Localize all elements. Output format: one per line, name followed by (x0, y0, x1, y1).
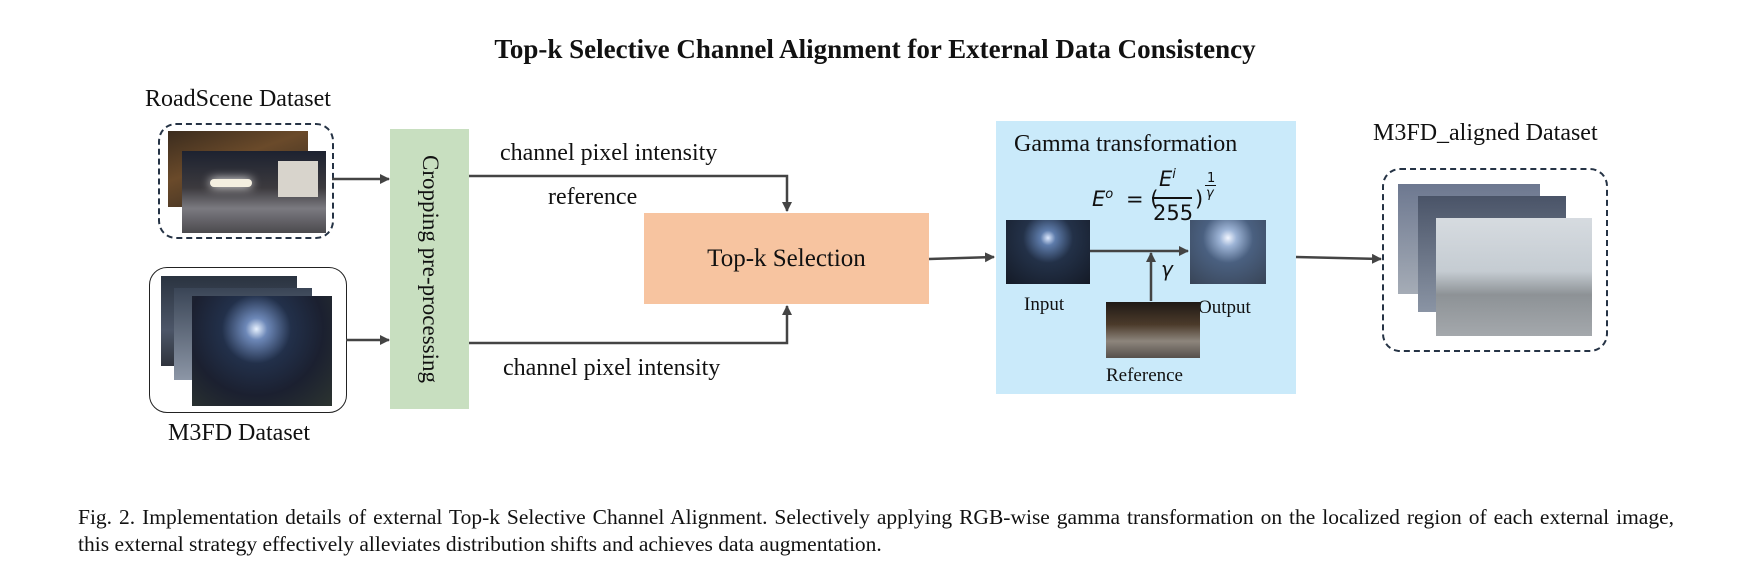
arrow-crop-to-topk-bottom (469, 305, 792, 345)
m3fd-image-front (192, 296, 332, 406)
gamma-symbol: γ (1161, 257, 1173, 281)
topk-selection-box: Top-k Selection (644, 213, 929, 304)
topk-selection-label: Top-k Selection (707, 244, 866, 272)
bottom-intensity-label: channel pixel intensity (503, 355, 721, 381)
arrow-gamma-to-aligned (1295, 253, 1382, 264)
arrow-topk-to-gamma (928, 252, 995, 263)
aligned-dataset-box (1382, 168, 1608, 352)
gamma-reference-image (1106, 302, 1200, 358)
roadscene-image-front (182, 151, 326, 233)
roadscene-dataset-label: RoadScene Dataset (145, 86, 331, 112)
gamma-output-label: Output (1198, 297, 1251, 318)
top-intensity-label: channel pixel intensity (500, 140, 718, 166)
gamma-reference-label: Reference (1106, 365, 1183, 386)
gamma-panel-title: Gamma transformation (1014, 131, 1238, 157)
gamma-input-label: Input (1024, 294, 1065, 315)
m3fd-dataset-box (149, 267, 347, 413)
figure-caption: Fig. 2. Implementation details of extern… (78, 505, 1674, 556)
aligned-dataset-label: M3FD_aligned Dataset (1373, 120, 1598, 146)
arrow-crop-to-topk-top (469, 174, 792, 212)
gamma-formula: Eo = ( Ei 255 ) 1 γ (1092, 167, 1216, 225)
roadscene-dataset-box (158, 123, 334, 239)
gamma-output-image (1190, 220, 1266, 284)
aligned-image-front (1436, 218, 1592, 336)
cropping-preprocessing-box: Cropping pre-processing (390, 129, 469, 409)
m3fd-dataset-label: M3FD Dataset (168, 420, 310, 446)
reference-edge-label: reference (548, 184, 638, 210)
figure-title: Top-k Selective Channel Alignment for Ex… (494, 34, 1256, 64)
gamma-input-image (1006, 220, 1090, 284)
